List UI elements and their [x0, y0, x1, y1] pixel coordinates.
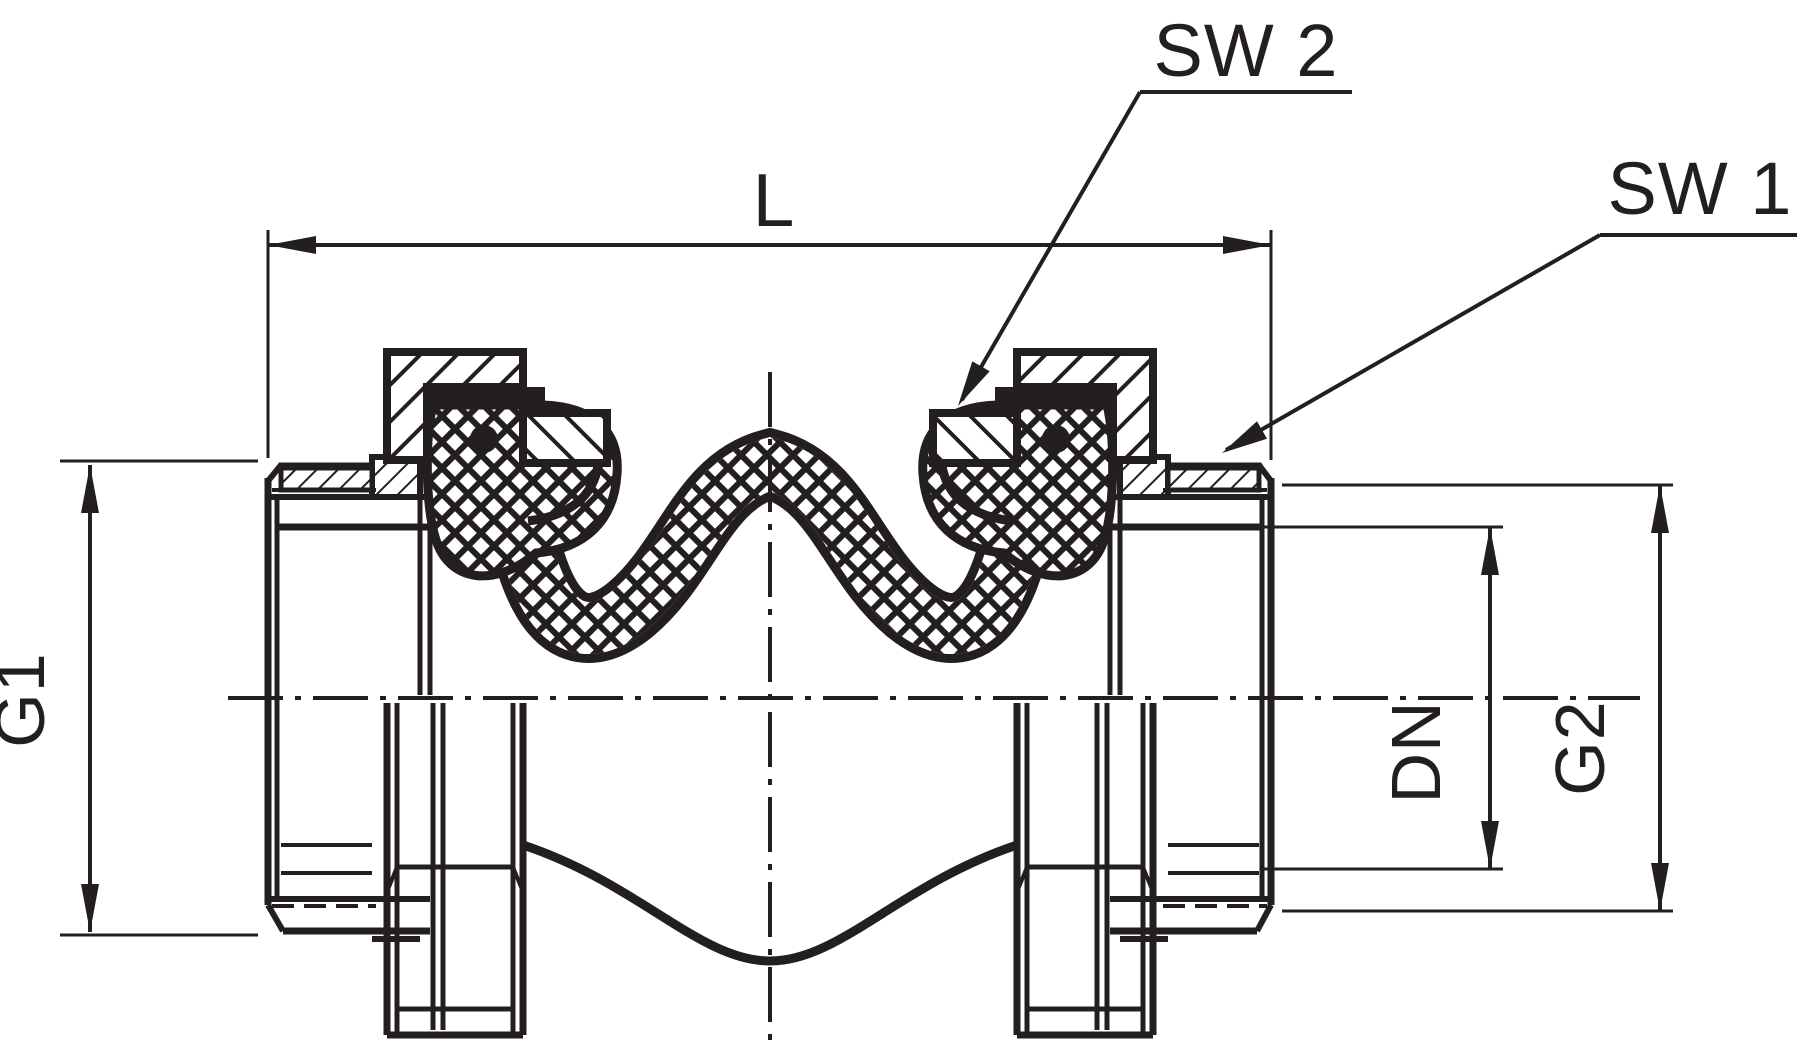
arrowhead-DN-bottom: [1481, 821, 1499, 869]
dim-label-G1: G1: [0, 652, 59, 747]
centerlines: [228, 372, 1640, 1047]
leader-SW2: [958, 90, 1352, 406]
dim-label-DN: DN: [1377, 700, 1455, 803]
arrowhead-DN-top: [1481, 527, 1499, 575]
left-oring-dot: [470, 425, 498, 453]
dimension-G1: [60, 459, 258, 937]
arrowhead-G1-bottom: [81, 884, 99, 932]
dimension-L: [266, 230, 1273, 460]
arrowhead-SW2: [958, 361, 990, 406]
dim-label-L: L: [753, 158, 796, 242]
dim-label-G2: G2: [1541, 700, 1619, 795]
bellows-bottom-curve: [521, 840, 1019, 966]
dim-label-SW2: SW 2: [1154, 9, 1339, 92]
left-sleeve-section: [264, 454, 433, 905]
left-union-nut: [383, 348, 611, 467]
right-oring-dot: [1042, 425, 1070, 453]
left-nut-skirt: [519, 409, 611, 467]
right-chamfer-bottom: [1254, 903, 1274, 933]
arrowhead-G2-top: [1651, 485, 1669, 533]
right-sleeve-section: [1107, 454, 1275, 905]
right-union-nut: [929, 348, 1157, 467]
dim-label-SW1: SW 1: [1608, 147, 1793, 230]
left-clamp-cap: [427, 387, 545, 404]
right-clamp-cap: [995, 387, 1113, 404]
arrowhead-G1-top: [81, 465, 99, 513]
leader-SW1: [1222, 233, 1797, 453]
dimension-G2: [1282, 483, 1673, 913]
bottom-outside-view: [265, 703, 1274, 1039]
right-nut-skirt: [929, 409, 1021, 467]
arrowhead-G2-bottom: [1651, 863, 1669, 911]
arrowhead-L-right: [1223, 236, 1271, 254]
dimension-DN: [1262, 525, 1503, 871]
left-chamfer-bottom: [265, 903, 286, 933]
arrowhead-L-left: [268, 236, 316, 254]
arrowhead-SW1: [1222, 421, 1267, 453]
